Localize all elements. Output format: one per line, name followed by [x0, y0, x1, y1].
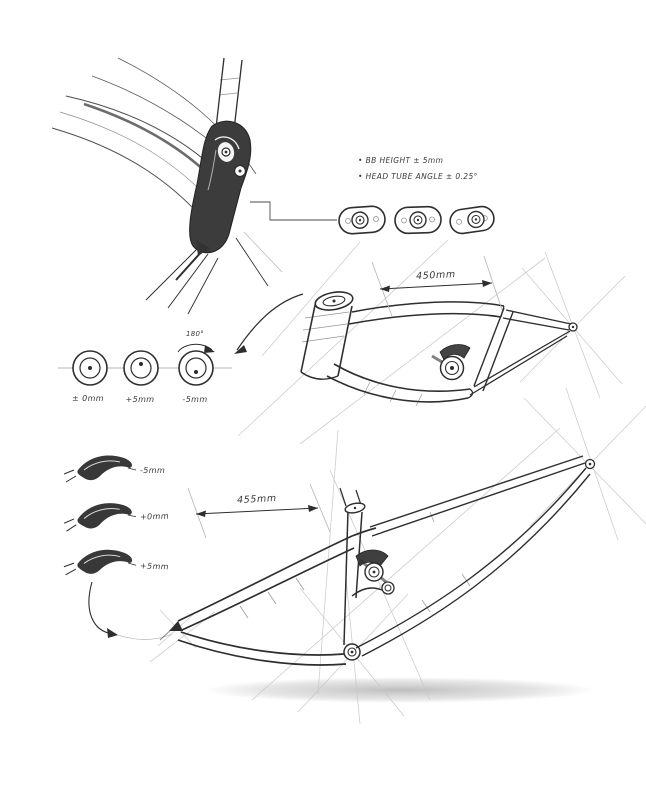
- chip-rotation-diagram: 180° ± 0mm +5mm -5mm: [58, 293, 304, 404]
- construction-lines: [149, 239, 646, 725]
- head-tube: [300, 291, 354, 380]
- rotation-arc-arrowhead: [204, 345, 215, 353]
- ground-shadow: [205, 677, 595, 703]
- shock-linkage: [431, 344, 471, 381]
- stack-arrow-head: [107, 628, 118, 638]
- chain-stays: [355, 467, 591, 657]
- detail-lower-lines: [145, 231, 283, 315]
- front-prow: [159, 621, 183, 641]
- linkage-body: [189, 120, 252, 254]
- seat-stays: [369, 455, 586, 537]
- bottom-frame-sketch: [159, 455, 596, 666]
- down-tube: [177, 631, 347, 666]
- rotation-position-label-3: -5mm: [182, 395, 207, 404]
- seat-tube: [339, 487, 366, 646]
- seat-tube: [473, 307, 514, 392]
- seat-stays: [502, 309, 572, 331]
- flip-chip-label-2: +0mm: [140, 512, 169, 522]
- note-bb-height: • BB HEIGHT ± 5mm: [358, 156, 443, 165]
- rotation-circle: [72, 350, 108, 386]
- rotation-arrow-head: [234, 345, 247, 354]
- reach-dimension-label-middle: 450mm: [416, 269, 456, 282]
- stack-arrow-leader: [117, 633, 173, 640]
- connector-line: [250, 201, 337, 221]
- flip-chip-capsule: [449, 205, 495, 235]
- flip-chip-top-views: [338, 205, 495, 235]
- flip-chip-label-3: +5mm: [140, 561, 169, 571]
- flip-chip-item: -5mm: [63, 455, 165, 483]
- rotation-circle: [178, 350, 214, 386]
- rotation-position-label-1: ± 0mm: [72, 394, 104, 403]
- dimension-455: 455mm: [187, 483, 331, 539]
- reach-dimension-label-bottom: 455mm: [237, 493, 277, 506]
- flip-chip-item: +5mm: [63, 549, 169, 576]
- detail-sketch: [51, 57, 283, 315]
- down-tube: [326, 363, 474, 407]
- flip-chip-item: +0mm: [63, 503, 169, 532]
- stack-arrow: [88, 581, 115, 635]
- flip-chip-capsule: [338, 205, 386, 235]
- rotation-angle-label: 180°: [186, 330, 204, 338]
- notes-block: • BB HEIGHT ± 5mm • HEAD TUBE ANGLE ± 0.…: [358, 156, 478, 181]
- chain-stays: [469, 330, 571, 396]
- detail-upper-tube: [215, 57, 243, 133]
- dimension-450: 450mm: [371, 255, 503, 317]
- top-tube: [177, 527, 377, 631]
- rotation-arrow: [236, 293, 304, 351]
- middle-frame-sketch: [300, 291, 578, 407]
- rotation-position-label-2: +5mm: [126, 395, 155, 404]
- rear-dropout: [568, 322, 578, 332]
- flip-chip-capsule: [394, 205, 442, 235]
- rear-dropout: [584, 458, 596, 470]
- rotation-arc: [177, 343, 213, 353]
- flip-chip-stack: -5mm +0mm +5mm: [63, 455, 173, 640]
- shock-linkage: [351, 549, 395, 597]
- rotation-circle: [123, 350, 159, 386]
- top-tube: [348, 301, 505, 325]
- flip-chip-label-1: -5mm: [140, 466, 165, 475]
- note-head-tube-angle: • HEAD TUBE ANGLE ± 0.25°: [358, 172, 478, 181]
